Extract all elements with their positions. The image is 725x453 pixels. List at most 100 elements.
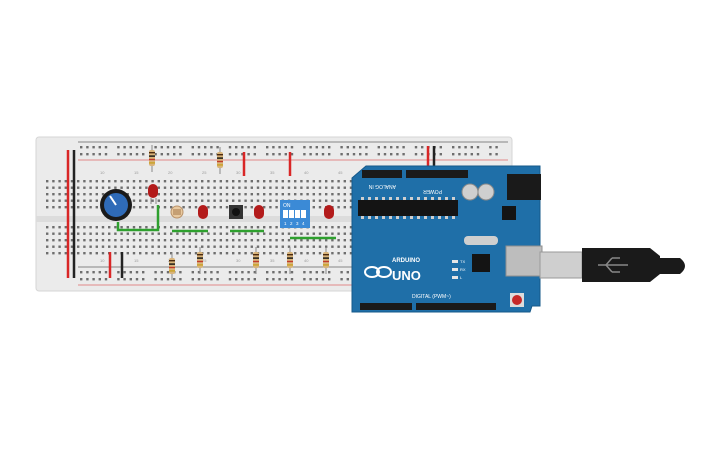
breadboard-hole[interactable] — [157, 245, 160, 248]
breadboard-hole[interactable] — [343, 193, 346, 196]
breadboard-hole[interactable] — [207, 186, 210, 189]
breadboard-hole[interactable] — [92, 146, 95, 149]
breadboard-hole[interactable] — [163, 239, 167, 242]
breadboard-hole[interactable] — [281, 186, 284, 189]
breadboard-hole[interactable] — [95, 199, 98, 202]
breadboard-hole[interactable] — [132, 180, 136, 183]
breadboard-hole[interactable] — [197, 278, 201, 281]
breadboard-hole[interactable] — [263, 252, 266, 255]
breadboard-hole[interactable] — [104, 271, 108, 274]
breadboard-hole[interactable] — [247, 146, 250, 149]
breadboard-hole[interactable] — [123, 271, 126, 274]
breadboard-hole[interactable] — [476, 153, 480, 156]
breadboard-hole[interactable] — [284, 271, 287, 274]
breadboard-hole[interactable] — [77, 239, 80, 242]
breadboard-hole[interactable] — [170, 232, 173, 235]
breadboard-hole[interactable] — [266, 278, 269, 281]
breadboard-hole[interactable] — [244, 226, 247, 229]
breadboard-hole[interactable] — [312, 193, 315, 196]
breadboard-hole[interactable] — [207, 180, 210, 183]
breadboard-hole[interactable] — [396, 146, 399, 149]
breadboard-hole[interactable] — [117, 146, 120, 149]
breadboard-hole[interactable] — [306, 193, 309, 196]
breadboard-hole[interactable] — [325, 226, 328, 229]
breadboard-hole[interactable] — [300, 193, 303, 196]
breadboard-hole[interactable] — [263, 206, 266, 209]
breadboard-hole[interactable] — [210, 153, 213, 156]
breadboard-hole[interactable] — [139, 180, 142, 183]
breadboard-hole[interactable] — [188, 245, 191, 248]
breadboard-hole[interactable] — [132, 206, 136, 209]
breadboard-hole[interactable] — [126, 232, 129, 235]
breadboard-hole[interactable] — [163, 193, 167, 196]
breadboard-hole[interactable] — [154, 146, 157, 149]
breadboard-hole[interactable] — [204, 271, 207, 274]
breadboard-hole[interactable] — [182, 186, 185, 189]
breadboard-hole[interactable] — [328, 146, 331, 149]
breadboard-hole[interactable] — [250, 199, 253, 202]
breadboard-hole[interactable] — [201, 239, 204, 242]
breadboard-hole[interactable] — [321, 271, 325, 274]
breadboard-hole[interactable] — [139, 252, 142, 255]
breadboard-hole[interactable] — [194, 199, 198, 202]
breadboard-hole[interactable] — [197, 153, 201, 156]
breadboard-hole[interactable] — [294, 232, 297, 235]
breadboard-hole[interactable] — [151, 206, 154, 209]
breadboard-hole[interactable] — [318, 180, 322, 183]
breadboard-hole[interactable] — [114, 239, 117, 242]
breadboard-hole[interactable] — [70, 239, 74, 242]
breadboard-hole[interactable] — [98, 146, 101, 149]
breadboard-hole[interactable] — [312, 199, 315, 202]
breadboard-hole[interactable] — [337, 226, 340, 229]
breadboard-hole[interactable] — [182, 232, 185, 235]
breadboard-hole[interactable] — [132, 186, 136, 189]
breadboard-hole[interactable] — [294, 245, 297, 248]
breadboard-hole[interactable] — [402, 146, 405, 149]
breadboard-hole[interactable] — [163, 206, 167, 209]
breadboard-hole[interactable] — [52, 180, 55, 183]
breadboard-hole[interactable] — [163, 245, 167, 248]
breadboard-hole[interactable] — [170, 180, 173, 183]
breadboard-hole[interactable] — [70, 193, 74, 196]
breadboard-hole[interactable] — [331, 199, 334, 202]
led-3[interactable] — [254, 205, 264, 219]
usb-port[interactable] — [505, 245, 543, 277]
breadboard-hole[interactable] — [238, 186, 241, 189]
breadboard-hole[interactable] — [139, 193, 142, 196]
breadboard-hole[interactable] — [294, 186, 297, 189]
breadboard-hole[interactable] — [216, 278, 219, 281]
breadboard-hole[interactable] — [328, 271, 331, 274]
breadboard-hole[interactable] — [95, 206, 98, 209]
breadboard-hole[interactable] — [241, 271, 244, 274]
breadboard-hole[interactable] — [318, 226, 322, 229]
breadboard-hole[interactable] — [83, 226, 86, 229]
breadboard-hole[interactable] — [250, 226, 253, 229]
breadboard-hole[interactable] — [92, 278, 95, 281]
breadboard-hole[interactable] — [129, 153, 132, 156]
breadboard-hole[interactable] — [343, 180, 346, 183]
breadboard-hole[interactable] — [179, 146, 182, 149]
breadboard-hole[interactable] — [439, 153, 442, 156]
breadboard-hole[interactable] — [77, 193, 80, 196]
breadboard-hole[interactable] — [114, 252, 117, 255]
breadboard-hole[interactable] — [80, 278, 83, 281]
breadboard-hole[interactable] — [46, 226, 49, 229]
breadboard-hole[interactable] — [145, 193, 148, 196]
breadboard-hole[interactable] — [303, 278, 306, 281]
breadboard-hole[interactable] — [182, 226, 185, 229]
breadboard-hole[interactable] — [142, 278, 145, 281]
breadboard-hole[interactable] — [349, 226, 353, 229]
breadboard-hole[interactable] — [216, 271, 219, 274]
breadboard-hole[interactable] — [95, 186, 98, 189]
breadboard-hole[interactable] — [495, 153, 498, 156]
breadboard-hole[interactable] — [402, 153, 405, 156]
breadboard-hole[interactable] — [117, 278, 120, 281]
breadboard-hole[interactable] — [281, 245, 284, 248]
breadboard-hole[interactable] — [300, 180, 303, 183]
breadboard-hole[interactable] — [318, 232, 322, 235]
push-button-cap[interactable] — [232, 208, 240, 216]
breadboard-hole[interactable] — [489, 153, 492, 156]
breadboard-hole[interactable] — [225, 226, 229, 229]
breadboard-hole[interactable] — [142, 146, 145, 149]
breadboard-hole[interactable] — [306, 232, 309, 235]
